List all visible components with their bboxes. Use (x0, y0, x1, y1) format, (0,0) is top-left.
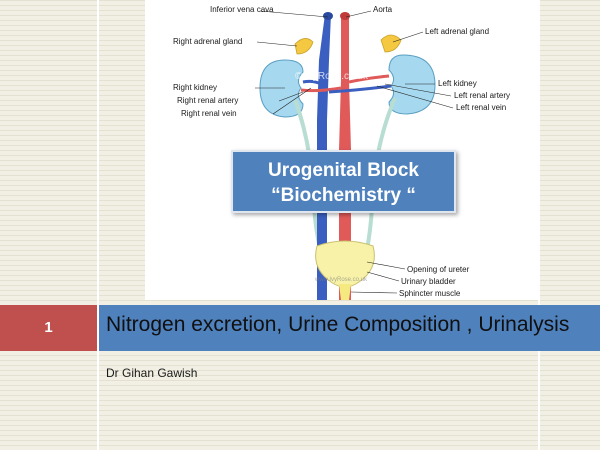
urinary-system-diagram: Inferior vena cava Aorta Right adrenal g… (145, 0, 538, 300)
watermark-top: © IvyRose.co.uk (295, 71, 368, 82)
right-renal-vein (302, 79, 322, 86)
vena-cava-top (323, 12, 333, 20)
border-line-left (97, 0, 99, 450)
leader-lines (255, 10, 454, 294)
label-left-renal-artery: Left renal artery (454, 91, 511, 100)
left-kidney (388, 54, 436, 115)
left-adrenal-gland (380, 34, 402, 53)
label-sphincter-muscle: Sphincter muscle (399, 289, 461, 298)
right-adrenal-gland (294, 38, 314, 55)
label-aorta: Aorta (373, 5, 393, 14)
aorta-top (340, 12, 350, 20)
label-left-adrenal-gland: Left adrenal gland (425, 27, 490, 36)
slide-author: Dr Gihan Gawish (106, 366, 198, 380)
slide-title: Nitrogen excretion, Urine Composition , … (106, 313, 570, 336)
urinary-bladder (315, 240, 375, 288)
watermark-bottom: www.IvyRose.co.uk (315, 277, 368, 283)
slide-number-badge: 1 (0, 305, 97, 351)
label-right-kidney: Right kidney (173, 83, 218, 92)
right-renal-artery (300, 86, 342, 93)
label-urinary-bladder: Urinary bladder (401, 277, 456, 286)
label-left-kidney: Left kidney (438, 79, 477, 88)
label-right-renal-vein: Right renal vein (181, 109, 237, 118)
label-right-renal-artery: Right renal artery (177, 96, 239, 105)
left-renal-vein (328, 84, 392, 94)
border-line-right (538, 0, 540, 450)
left-renal-artery (348, 74, 390, 84)
sphincter-muscle (339, 284, 351, 300)
label-opening-of-ureter: Opening of ureter (407, 265, 470, 274)
label-inferior-vena-cava: Inferior vena cava (210, 5, 274, 14)
block-title-box: Urogenital Block “Biochemistry “ (231, 150, 456, 213)
label-right-adrenal-gland: Right adrenal gland (173, 37, 243, 46)
title-band (99, 305, 600, 351)
block-title-line1: Urogenital Block (268, 160, 419, 181)
block-title-line2: “Biochemistry “ (271, 185, 416, 206)
label-left-renal-vein: Left renal vein (456, 103, 507, 112)
